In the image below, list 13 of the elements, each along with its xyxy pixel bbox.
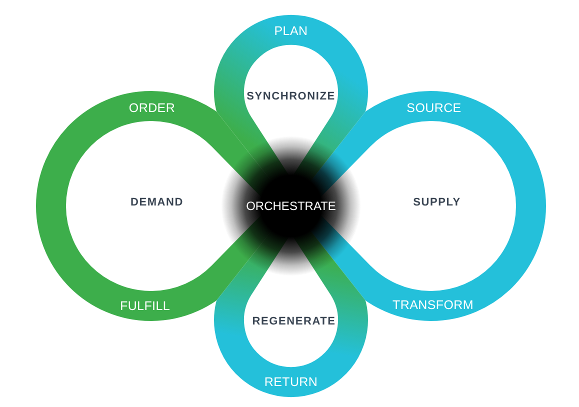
loop-band — [214, 229, 368, 397]
lobe-title: REGENERATE — [252, 316, 336, 328]
stage-label: ORDER — [128, 102, 176, 114]
lobe-title: DEMAND — [130, 198, 184, 208]
stage-label: TRANSFORM — [392, 298, 474, 312]
stage-label: FULFILL — [120, 300, 170, 312]
loop-band — [214, 15, 368, 183]
stage-label: RETURN — [264, 376, 318, 388]
lobe-title: SYNCHRONIZE — [246, 92, 336, 102]
center-label: ORCHESTRATE — [246, 200, 336, 212]
lobe-title: SUPPLY — [413, 198, 461, 208]
stage-label: SOURCE — [406, 102, 462, 114]
stage-label: PLAN — [274, 24, 308, 38]
